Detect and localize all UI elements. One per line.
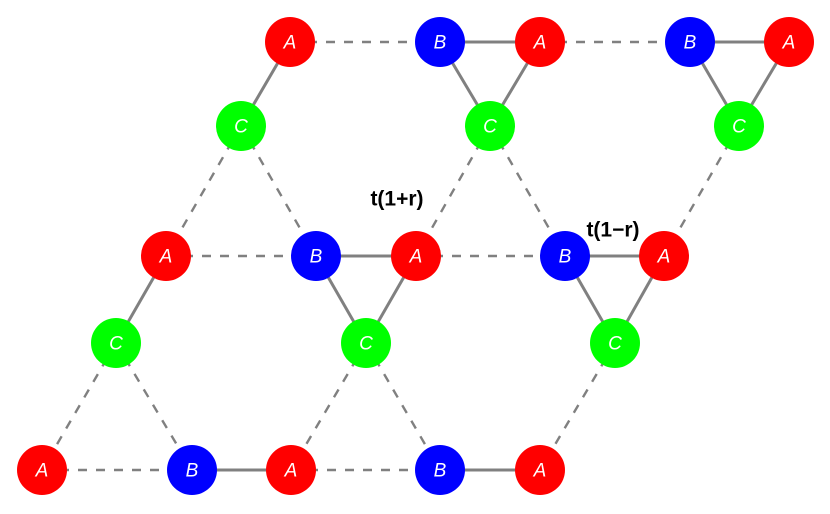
site-circle [265, 17, 315, 67]
site-circle [291, 231, 341, 281]
site-circle [216, 101, 266, 151]
site-label: A [533, 33, 547, 54]
site-circle [415, 17, 465, 67]
dashed-bond-c2-b4 [488, 125, 567, 257]
site-b-b2: B [665, 17, 715, 67]
site-b-b3: B [291, 231, 341, 281]
site-a-a8: A [266, 445, 316, 495]
site-b-b5: B [167, 445, 217, 495]
site-label: C [483, 117, 497, 138]
site-label: B [434, 461, 447, 482]
site-a-a5: A [391, 231, 441, 281]
site-label: B [310, 247, 323, 268]
site-label: C [109, 334, 123, 355]
site-circle [515, 445, 565, 495]
site-label: B [434, 33, 447, 54]
site-c-c4: C [91, 318, 141, 368]
site-a-a7: A [17, 445, 67, 495]
site-label: A [159, 247, 173, 268]
site-label: B [559, 247, 572, 268]
sites-layer: A B A B A C C C A B A B A C C C A B A B A [17, 17, 814, 495]
site-circle [540, 231, 590, 281]
site-a-a9: A [515, 445, 565, 495]
site-c-c2: C [465, 101, 515, 151]
site-b-b6: B [415, 445, 465, 495]
site-label: A [657, 247, 671, 268]
site-circle [415, 445, 465, 495]
site-label: C [732, 117, 746, 138]
site-circle [391, 231, 441, 281]
site-circle [167, 445, 217, 495]
site-circle [639, 231, 689, 281]
site-circle [714, 101, 764, 151]
inter-hopping-label: t(1−r) [586, 219, 639, 242]
dashed-bond-c3-a6 [662, 125, 741, 257]
site-circle [17, 445, 67, 495]
site-a-a6: A [639, 231, 689, 281]
site-c-c6: C [590, 318, 640, 368]
site-b-b1: B [415, 17, 465, 67]
site-c-c5: C [341, 318, 391, 368]
dashed-bond-c1-b3 [239, 125, 318, 257]
site-label: A [283, 33, 297, 54]
site-a-a3: A [764, 17, 814, 67]
intra-hopping-label: t(1+r) [370, 188, 423, 211]
site-a-a1: A [265, 17, 315, 67]
site-label: C [608, 334, 622, 355]
site-c-c1: C [216, 101, 266, 151]
site-label: A [409, 247, 423, 268]
site-circle [91, 318, 141, 368]
site-label: A [284, 461, 298, 482]
site-label: B [186, 461, 199, 482]
site-label: C [359, 334, 373, 355]
site-circle [590, 318, 640, 368]
site-label: B [684, 33, 697, 54]
site-circle [465, 101, 515, 151]
site-circle [141, 231, 191, 281]
site-circle [665, 17, 715, 67]
site-label: A [782, 33, 796, 54]
site-label: C [234, 117, 248, 138]
site-circle [764, 17, 814, 67]
site-circle [266, 445, 316, 495]
site-circle [515, 17, 565, 67]
site-label: A [35, 461, 49, 482]
site-label: A [533, 461, 547, 482]
site-b-b4: B [540, 231, 590, 281]
site-a-a2: A [515, 17, 565, 67]
dashed-bond-c1-a4 [164, 125, 243, 257]
site-c-c3: C [714, 101, 764, 151]
site-circle [341, 318, 391, 368]
site-a-a4: A [141, 231, 191, 281]
